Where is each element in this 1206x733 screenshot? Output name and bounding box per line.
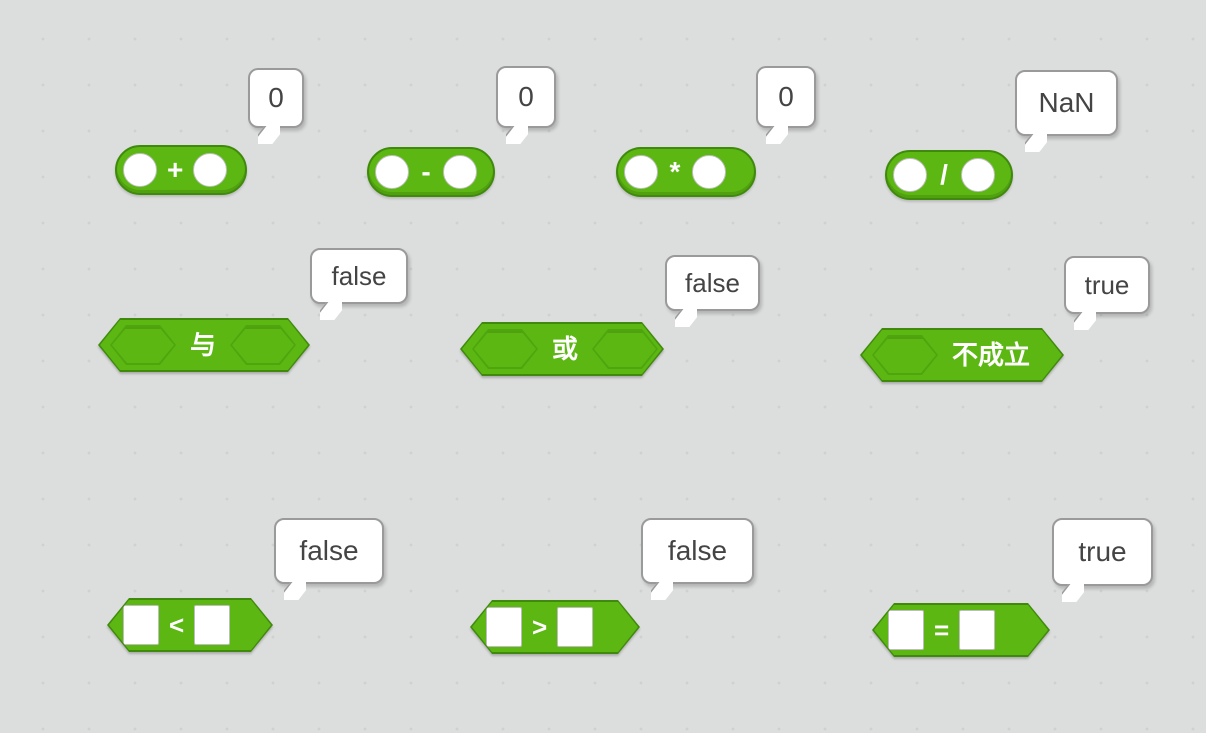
operator-label: <: [169, 610, 185, 640]
operator-label: 与: [190, 330, 217, 360]
or-block[interactable]: 或: [460, 322, 664, 376]
less-than-block[interactable]: <: [107, 598, 273, 652]
left-value-slot[interactable]: [888, 610, 924, 650]
bubble-tail: [506, 126, 528, 144]
result-value: 0: [268, 82, 284, 113]
left-boolean-slot[interactable]: [110, 325, 176, 365]
right-value-slot[interactable]: [194, 605, 230, 645]
result-bubble: false: [310, 248, 408, 304]
bubble-tail: [1025, 134, 1047, 152]
result-value: false: [299, 535, 359, 566]
operator-label: 不成立: [952, 340, 1031, 370]
right-boolean-slot[interactable]: [592, 329, 658, 369]
result-bubble: 0: [756, 66, 816, 128]
result-value: true: [1084, 270, 1130, 300]
right-number-slot[interactable]: [193, 153, 228, 187]
result-bubble: NaN: [1015, 70, 1118, 136]
result-bubble: 0: [248, 68, 304, 128]
bubble-tail: [320, 302, 342, 320]
operator-label: +: [167, 154, 184, 185]
operator-label: *: [669, 156, 681, 187]
bubble-tail: [284, 582, 306, 600]
right-value-slot[interactable]: [557, 607, 593, 647]
result-value: false: [685, 268, 740, 298]
boolean-slot[interactable]: [872, 335, 938, 375]
result-bubble: false: [665, 255, 760, 311]
subtract-block[interactable]: -: [367, 147, 495, 197]
operator-label: 或: [552, 334, 579, 364]
operator-label: -: [421, 156, 431, 187]
right-number-slot[interactable]: [443, 155, 477, 189]
operator-label: /: [940, 159, 948, 190]
result-value: 0: [778, 81, 794, 112]
and-block[interactable]: 与: [98, 318, 310, 372]
result-bubble: false: [641, 518, 754, 584]
left-number-slot[interactable]: [123, 153, 157, 187]
multiply-block[interactable]: *: [616, 147, 756, 197]
left-number-slot[interactable]: [893, 158, 927, 192]
bubble-tail: [675, 309, 697, 327]
bubble-tail: [258, 126, 280, 144]
result-bubble: true: [1052, 518, 1153, 586]
result-bubble: false: [274, 518, 384, 584]
equals-block[interactable]: =: [872, 603, 1050, 657]
left-boolean-slot[interactable]: [472, 329, 538, 369]
bubble-tail: [1074, 312, 1096, 330]
result-value: false: [331, 261, 387, 291]
operator-label: >: [532, 612, 548, 642]
bubble-tail: [651, 582, 673, 600]
add-block[interactable]: +: [115, 145, 247, 195]
result-bubble: 0: [496, 66, 556, 128]
right-number-slot[interactable]: [961, 158, 995, 192]
right-number-slot[interactable]: [692, 155, 726, 189]
result-value: NaN: [1038, 87, 1095, 118]
divide-block[interactable]: /: [885, 150, 1013, 200]
left-number-slot[interactable]: [624, 155, 658, 189]
operator-label: =: [934, 615, 950, 645]
left-value-slot[interactable]: [123, 605, 159, 645]
result-value: true: [1078, 536, 1127, 567]
greater-than-block[interactable]: >: [470, 600, 640, 654]
right-boolean-slot[interactable]: [230, 325, 296, 365]
not-block[interactable]: 不成立: [860, 328, 1064, 382]
result-value: 0: [518, 81, 534, 112]
left-number-slot[interactable]: [375, 155, 409, 189]
bubble-tail: [1062, 584, 1084, 602]
left-value-slot[interactable]: [486, 607, 522, 647]
result-value: false: [667, 535, 728, 566]
right-value-slot[interactable]: [959, 610, 995, 650]
result-bubble: true: [1064, 256, 1150, 314]
bubble-tail: [766, 126, 788, 144]
